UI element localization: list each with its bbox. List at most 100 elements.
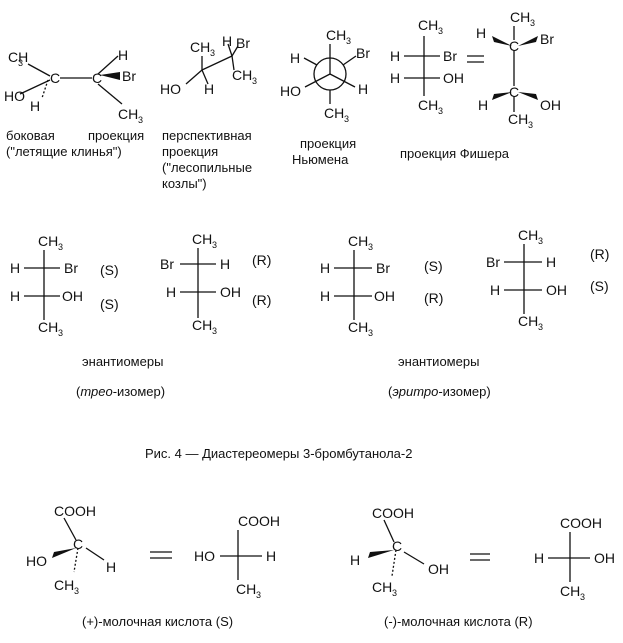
subscript-3: 3	[580, 592, 585, 602]
atom-h: H	[534, 550, 544, 566]
group-oh: OH	[540, 97, 561, 113]
descriptor-s: (S)	[100, 296, 119, 312]
group-cooh: COOH	[54, 503, 96, 519]
atom-c: C	[509, 38, 519, 54]
atom-h: H	[476, 25, 486, 41]
subscript-3: 3	[210, 48, 215, 58]
subscript-3: 3	[212, 240, 217, 250]
atom-h: H	[350, 552, 360, 568]
subscript-3: 3	[58, 242, 63, 252]
subscript-3: 3	[18, 58, 23, 68]
atom-h: H	[390, 70, 400, 86]
atom-h: H	[106, 559, 116, 575]
caption-perspective-4: козлы")	[162, 176, 207, 191]
descriptor-s: (S)	[424, 258, 443, 274]
atom-h: H	[358, 81, 368, 97]
atom-h: H	[222, 33, 232, 49]
descriptor-s: (S)	[590, 278, 609, 294]
subscript-3: 3	[256, 590, 261, 600]
group-oh: OH	[220, 284, 241, 300]
atom-br: Br	[486, 254, 500, 270]
group-ch3: CH	[372, 579, 392, 595]
group-oh: OH	[62, 288, 83, 304]
atom-h: H	[478, 97, 488, 113]
atom-c: C	[50, 70, 60, 86]
subscript-3: 3	[528, 120, 533, 130]
caption-newman-2: Ньюмена	[292, 152, 349, 167]
group-ch3: CH	[190, 39, 210, 55]
subscript-3: 3	[538, 236, 543, 246]
atom-h: H	[10, 260, 20, 276]
atom-h: H	[320, 260, 330, 276]
atom-h: H	[546, 254, 556, 270]
group-ho: HO	[26, 553, 47, 569]
atom-br: Br	[376, 260, 390, 276]
caption-enantiomers-erythro: энантиомеры	[398, 354, 479, 369]
subscript-3: 3	[346, 36, 351, 46]
caption-perspective-2: проекция	[162, 144, 218, 159]
descriptor-r: (R)	[252, 292, 271, 308]
atom-h: H	[320, 288, 330, 304]
perspective-projection: CH 3 H Br HO H CH 3	[160, 33, 257, 97]
subscript-3: 3	[538, 322, 543, 332]
atom-c: C	[392, 538, 402, 554]
group-ho: HO	[280, 83, 301, 99]
subscript-3: 3	[368, 328, 373, 338]
group-cooh: COOH	[372, 505, 414, 521]
group-ch3: CH	[54, 577, 74, 593]
subscript-3: 3	[212, 326, 217, 336]
group-ho: HO	[194, 548, 215, 564]
atom-br: Br	[356, 45, 370, 61]
wedge-fischer-projection: CH 3 C H Br C H OH CH 3	[476, 9, 561, 130]
lactic-plus-wedge: COOH C HO H CH 3	[26, 503, 116, 596]
figure-caption: Рис. 4 — Диастереомеры 3-бромбутанола-2	[145, 446, 412, 461]
atom-c: C	[509, 84, 519, 100]
caption-plus-lactic: (+)-молочная кислота (S)	[82, 614, 233, 629]
atom-br: Br	[236, 35, 250, 51]
atom-br: Br	[64, 260, 78, 276]
group-ch3: CH	[326, 27, 346, 43]
atom-h: H	[266, 548, 276, 564]
fischer-threo-2: CH 3 Br H H OH CH 3 (R) (R)	[160, 231, 271, 336]
group-ch3: CH	[232, 67, 252, 83]
equals-sign	[467, 55, 484, 63]
group-ch3: CH	[518, 227, 538, 243]
group-ch3: CH	[118, 106, 138, 122]
group-ch3: CH	[192, 231, 212, 247]
fischer-erythro-2: CH 3 Br H H OH CH 3 (R) (S)	[486, 227, 609, 332]
atom-br: Br	[122, 68, 136, 84]
group-ch3: CH	[348, 233, 368, 249]
subscript-3: 3	[438, 106, 443, 116]
subscript-3: 3	[530, 18, 535, 28]
group-ch3: CH	[508, 111, 528, 127]
group-oh: OH	[374, 288, 395, 304]
subscript-3: 3	[252, 76, 257, 86]
group-oh: OH	[594, 550, 615, 566]
group-ch3: CH	[236, 581, 256, 597]
caption-fischer: проекция Фишера	[400, 146, 510, 161]
fischer-threo-1: CH 3 H Br H OH CH 3 (S) (S)	[10, 233, 119, 338]
atom-h: H	[490, 282, 500, 298]
group-ch3: CH	[324, 105, 344, 121]
caption-minus-lactic: (-)-молочная кислота (R)	[384, 614, 533, 629]
lactic-plus-fischer: COOH HO H CH 3	[194, 513, 280, 600]
subscript-3: 3	[58, 328, 63, 338]
atom-h: H	[30, 98, 40, 114]
atom-br: Br	[160, 256, 174, 272]
subscript-3: 3	[438, 26, 443, 36]
caption-erythro: (эритро-изомер)	[388, 384, 491, 399]
equals-sign	[470, 553, 490, 561]
caption-perspective-1: перспективная	[162, 128, 252, 143]
caption-threo: (трео-изомер)	[76, 384, 165, 399]
caption-side-1: боковая	[6, 128, 55, 143]
atom-h: H	[10, 288, 20, 304]
group-oh: HO	[4, 88, 25, 104]
atom-c: C	[92, 70, 102, 86]
atom-h: H	[290, 50, 300, 66]
group-ho: HO	[160, 81, 181, 97]
descriptor-r: (R)	[424, 290, 443, 306]
descriptor-r: (R)	[590, 246, 609, 262]
equals-sign	[150, 551, 172, 559]
caption-side-3: ("летящие клинья")	[6, 144, 122, 159]
